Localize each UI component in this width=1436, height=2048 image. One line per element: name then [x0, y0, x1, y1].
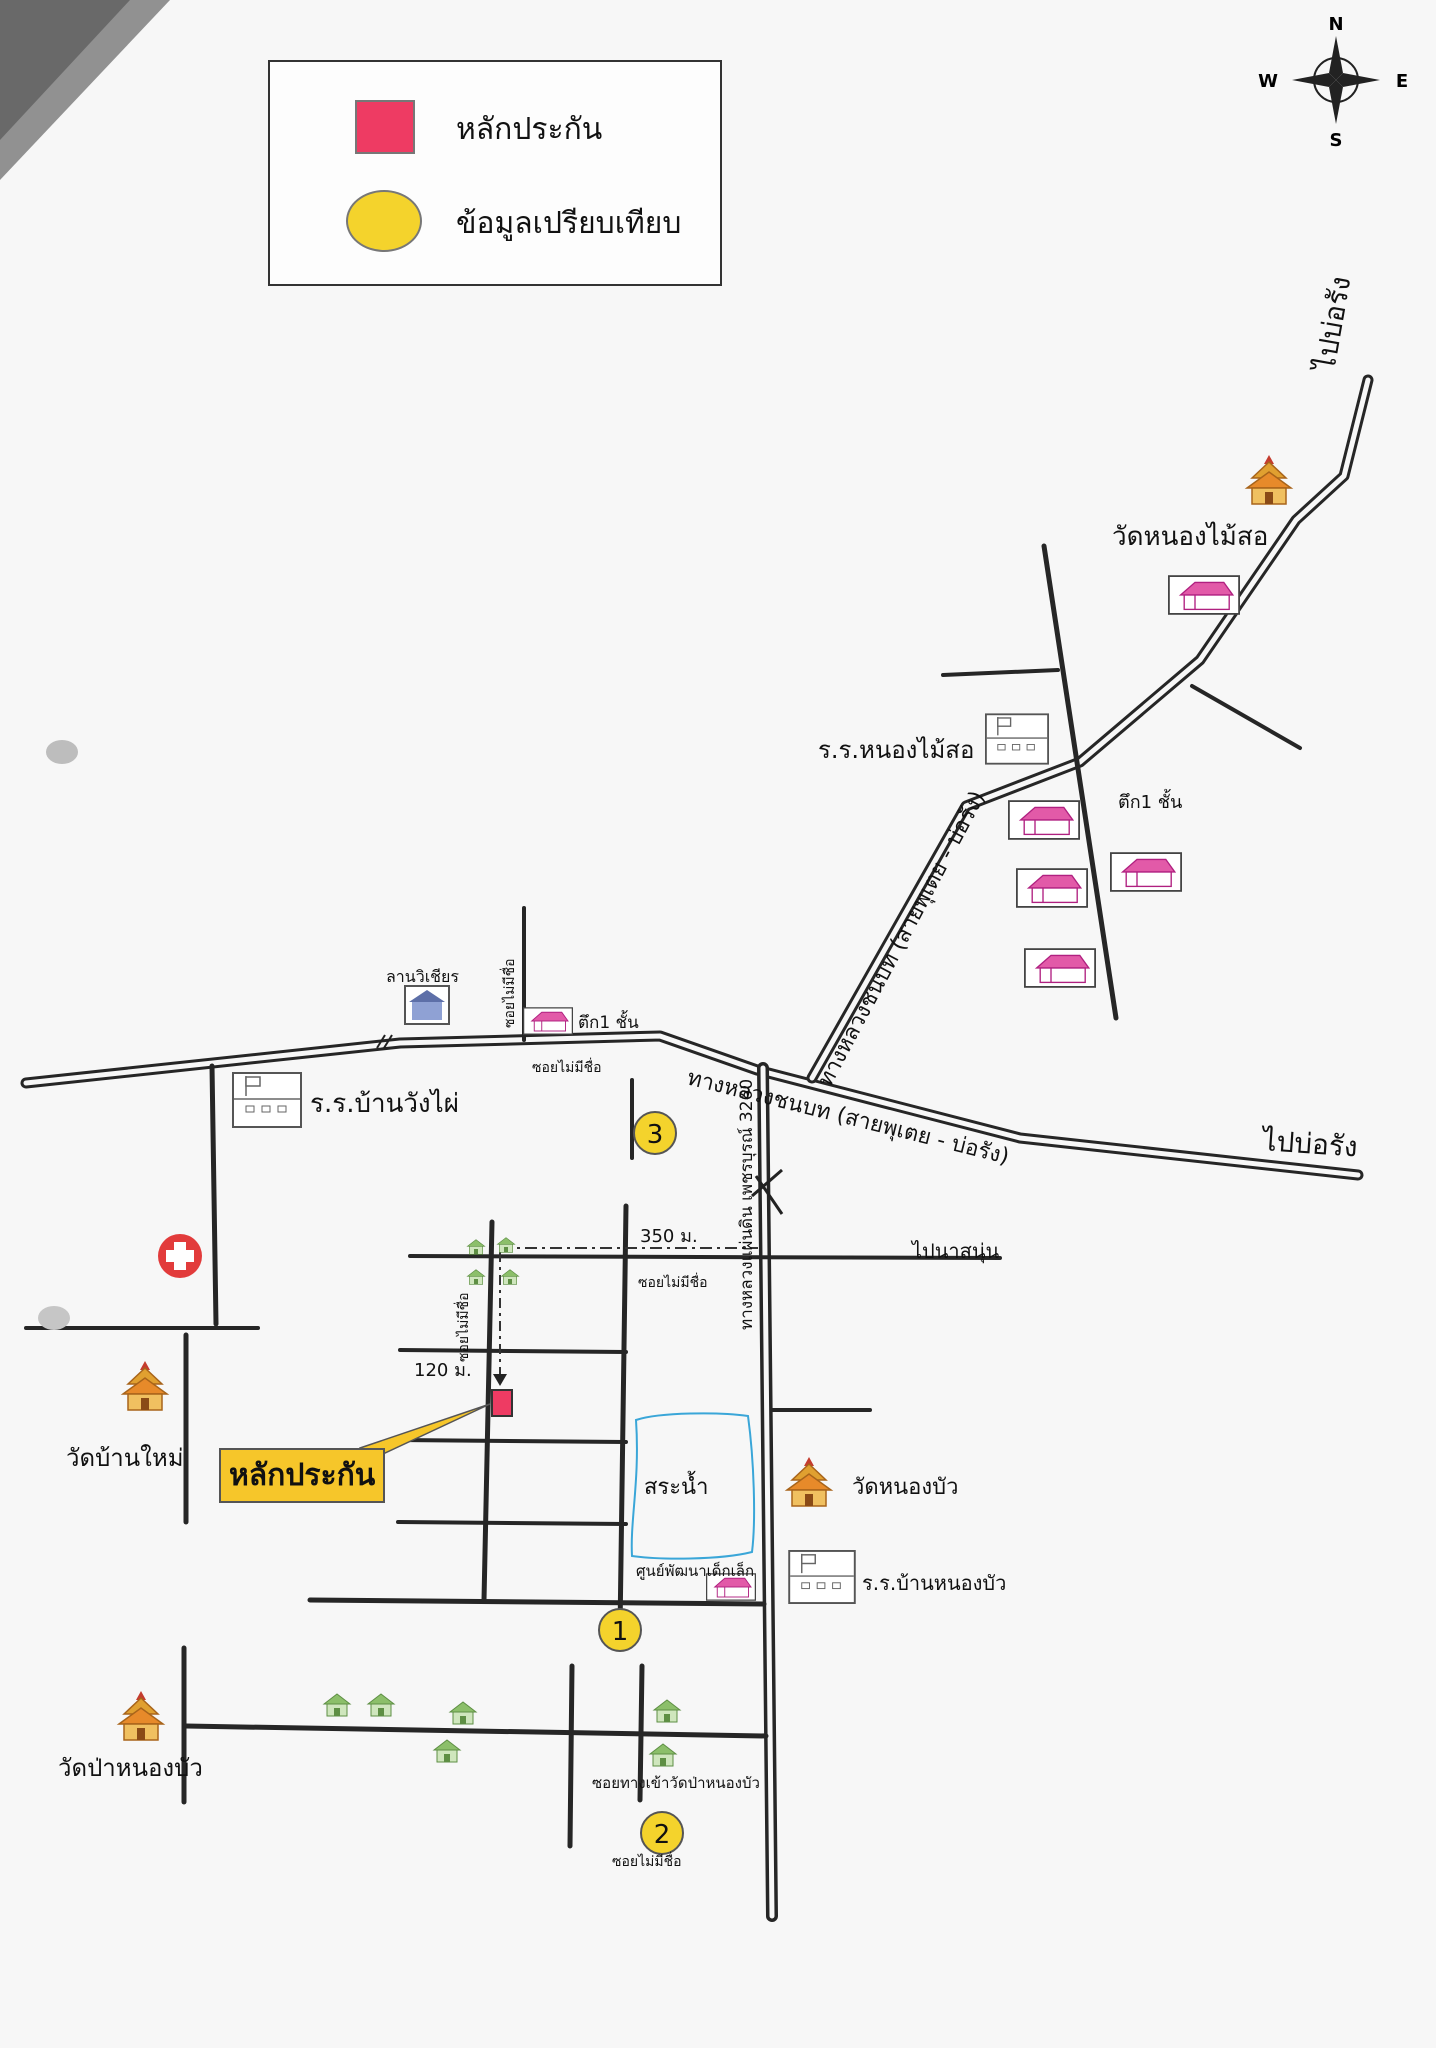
- pond-outline: [630, 1412, 756, 1560]
- scan-smudge: [46, 740, 78, 764]
- road-break-mark: [376, 1034, 386, 1049]
- roads: [20, 374, 1374, 1922]
- temple-icon: [118, 1690, 164, 1741]
- road-break-mark: [383, 1034, 393, 1049]
- compass-west: W: [1258, 71, 1278, 92]
- label-ne-rural-road: ทางหลวงชนบท (สายพุเตย - บ่อรัง): [813, 787, 990, 1091]
- label-building-ne: ตึก1 ชั้น: [1118, 789, 1182, 813]
- label-school-nong-mai-so: ร.ร.หนองไม้สอ: [818, 736, 974, 764]
- school-icon: [788, 1550, 856, 1604]
- collateral-marker: [491, 1389, 513, 1417]
- label-wat-nong-mai-so: วัดหนองไม้สอ: [1112, 521, 1268, 552]
- comparable-swatch: [346, 190, 422, 252]
- house-icon: [523, 1007, 573, 1035]
- comparable-number: 1: [612, 1617, 629, 1647]
- label-building-1-floor: ตึก1 ชั้น: [578, 1010, 639, 1033]
- small-house-icon: [433, 1739, 461, 1763]
- label-school-ban-nong-bua: ร.ร.บ้านหนองบัว: [862, 1571, 1006, 1595]
- label-soi-h-1: ซอยไม่มีชื่อ: [532, 1058, 602, 1076]
- label-wat-ban-mai: วัดบ้านใหม่: [66, 1444, 184, 1472]
- label-to-borang-right: ไปบ่อรัง: [1260, 1124, 1359, 1164]
- small-house-icon: [500, 1269, 520, 1285]
- label-soi-wat-pa-nong-bua: ซอยทางเข้าวัดป่าหนองบัว: [592, 1774, 760, 1792]
- small-house-icon: [649, 1743, 677, 1767]
- house-icon: [1024, 948, 1096, 988]
- label-soi-h-2: ซอยไม่มีชื่อ: [638, 1273, 708, 1291]
- comparable-number: 3: [647, 1120, 664, 1150]
- warehouse-icon: [404, 985, 450, 1025]
- compass-rose-icon: [1292, 36, 1380, 124]
- temple-icon: [786, 1456, 832, 1507]
- label-wat-nong-bua: วัดหนองบัว: [852, 1475, 958, 1500]
- label-soi-vertical-1: ซอยไม่มีชื่อ: [500, 958, 518, 1028]
- school-icon: [232, 1072, 302, 1128]
- label-wat-pa-nong-bua: วัดป่าหนองบัว: [58, 1754, 203, 1782]
- label-120m: 120 ม.: [414, 1360, 472, 1381]
- school-icon: [985, 713, 1049, 765]
- label-soi-vertical-2: ซอยไม่มีชื่อ: [454, 1292, 472, 1362]
- label-child-center: ศูนย์พัฒนาเด็กเล็ก: [636, 1561, 754, 1580]
- label-to-na-sanun: ไปนาสนุ่น: [910, 1239, 1000, 1264]
- small-house-icon: [496, 1237, 516, 1253]
- label-lan-wichian: ลานวิเชียร: [386, 967, 459, 986]
- label-350m: 350 ม.: [640, 1226, 698, 1247]
- house-icon: [1016, 868, 1088, 908]
- comparable-number: 2: [654, 1820, 671, 1850]
- collateral-callout: หลักประกัน: [219, 1448, 386, 1503]
- scan-smudge: [38, 1306, 70, 1330]
- label-to-borang-top: ไปบ่อรัง: [1308, 274, 1357, 375]
- small-house-icon: [653, 1699, 681, 1723]
- comparable-marker-3: 3: [633, 1111, 677, 1155]
- small-house-icon: [466, 1269, 486, 1285]
- ne-rural-road: [806, 374, 1374, 1084]
- temple-icon: [1246, 454, 1292, 505]
- small-house-icon: [449, 1701, 477, 1725]
- temple-icon: [122, 1360, 168, 1411]
- small-house-icon: [367, 1693, 395, 1717]
- compass-north: N: [1328, 14, 1343, 35]
- label-soi-h-3: ซอยไม่มีชื่อ: [612, 1852, 682, 1870]
- house-icon: [1110, 852, 1182, 892]
- label-highway-3260: ทางหลวงแผ่นดิน เพชรบุรณ์ 3260: [737, 1079, 757, 1330]
- legend-comparable-label: ข้อมูลเปรียบเทียบ: [456, 206, 682, 241]
- house-icon: [1008, 800, 1080, 840]
- comparable-marker-2: 2: [640, 1811, 684, 1855]
- label-pond: สระน้ำ: [644, 1471, 708, 1500]
- house-icon: [1168, 575, 1240, 615]
- compass-east: E: [1396, 71, 1408, 92]
- highway-3260: [757, 1062, 778, 1922]
- small-house-icon: [466, 1239, 486, 1255]
- hospital-icon: [158, 1234, 202, 1278]
- legend-collateral-label: หลักประกัน: [456, 112, 603, 147]
- compass-south: S: [1330, 130, 1343, 151]
- distance-arrow-head: [493, 1374, 507, 1386]
- collateral-swatch: [355, 100, 415, 154]
- main-rural-road: [20, 1030, 1364, 1181]
- map-legend: หลักประกัน ข้อมูลเปรียบเทียบ: [268, 60, 722, 286]
- label-school-ban-wang-phai: ร.ร.บ้านวังไผ่: [310, 1088, 459, 1119]
- small-house-icon: [323, 1693, 351, 1717]
- scan-shadow: [0, 0, 170, 180]
- junction-cross-icon: [751, 1168, 784, 1215]
- comparable-marker-1: 1: [598, 1608, 642, 1652]
